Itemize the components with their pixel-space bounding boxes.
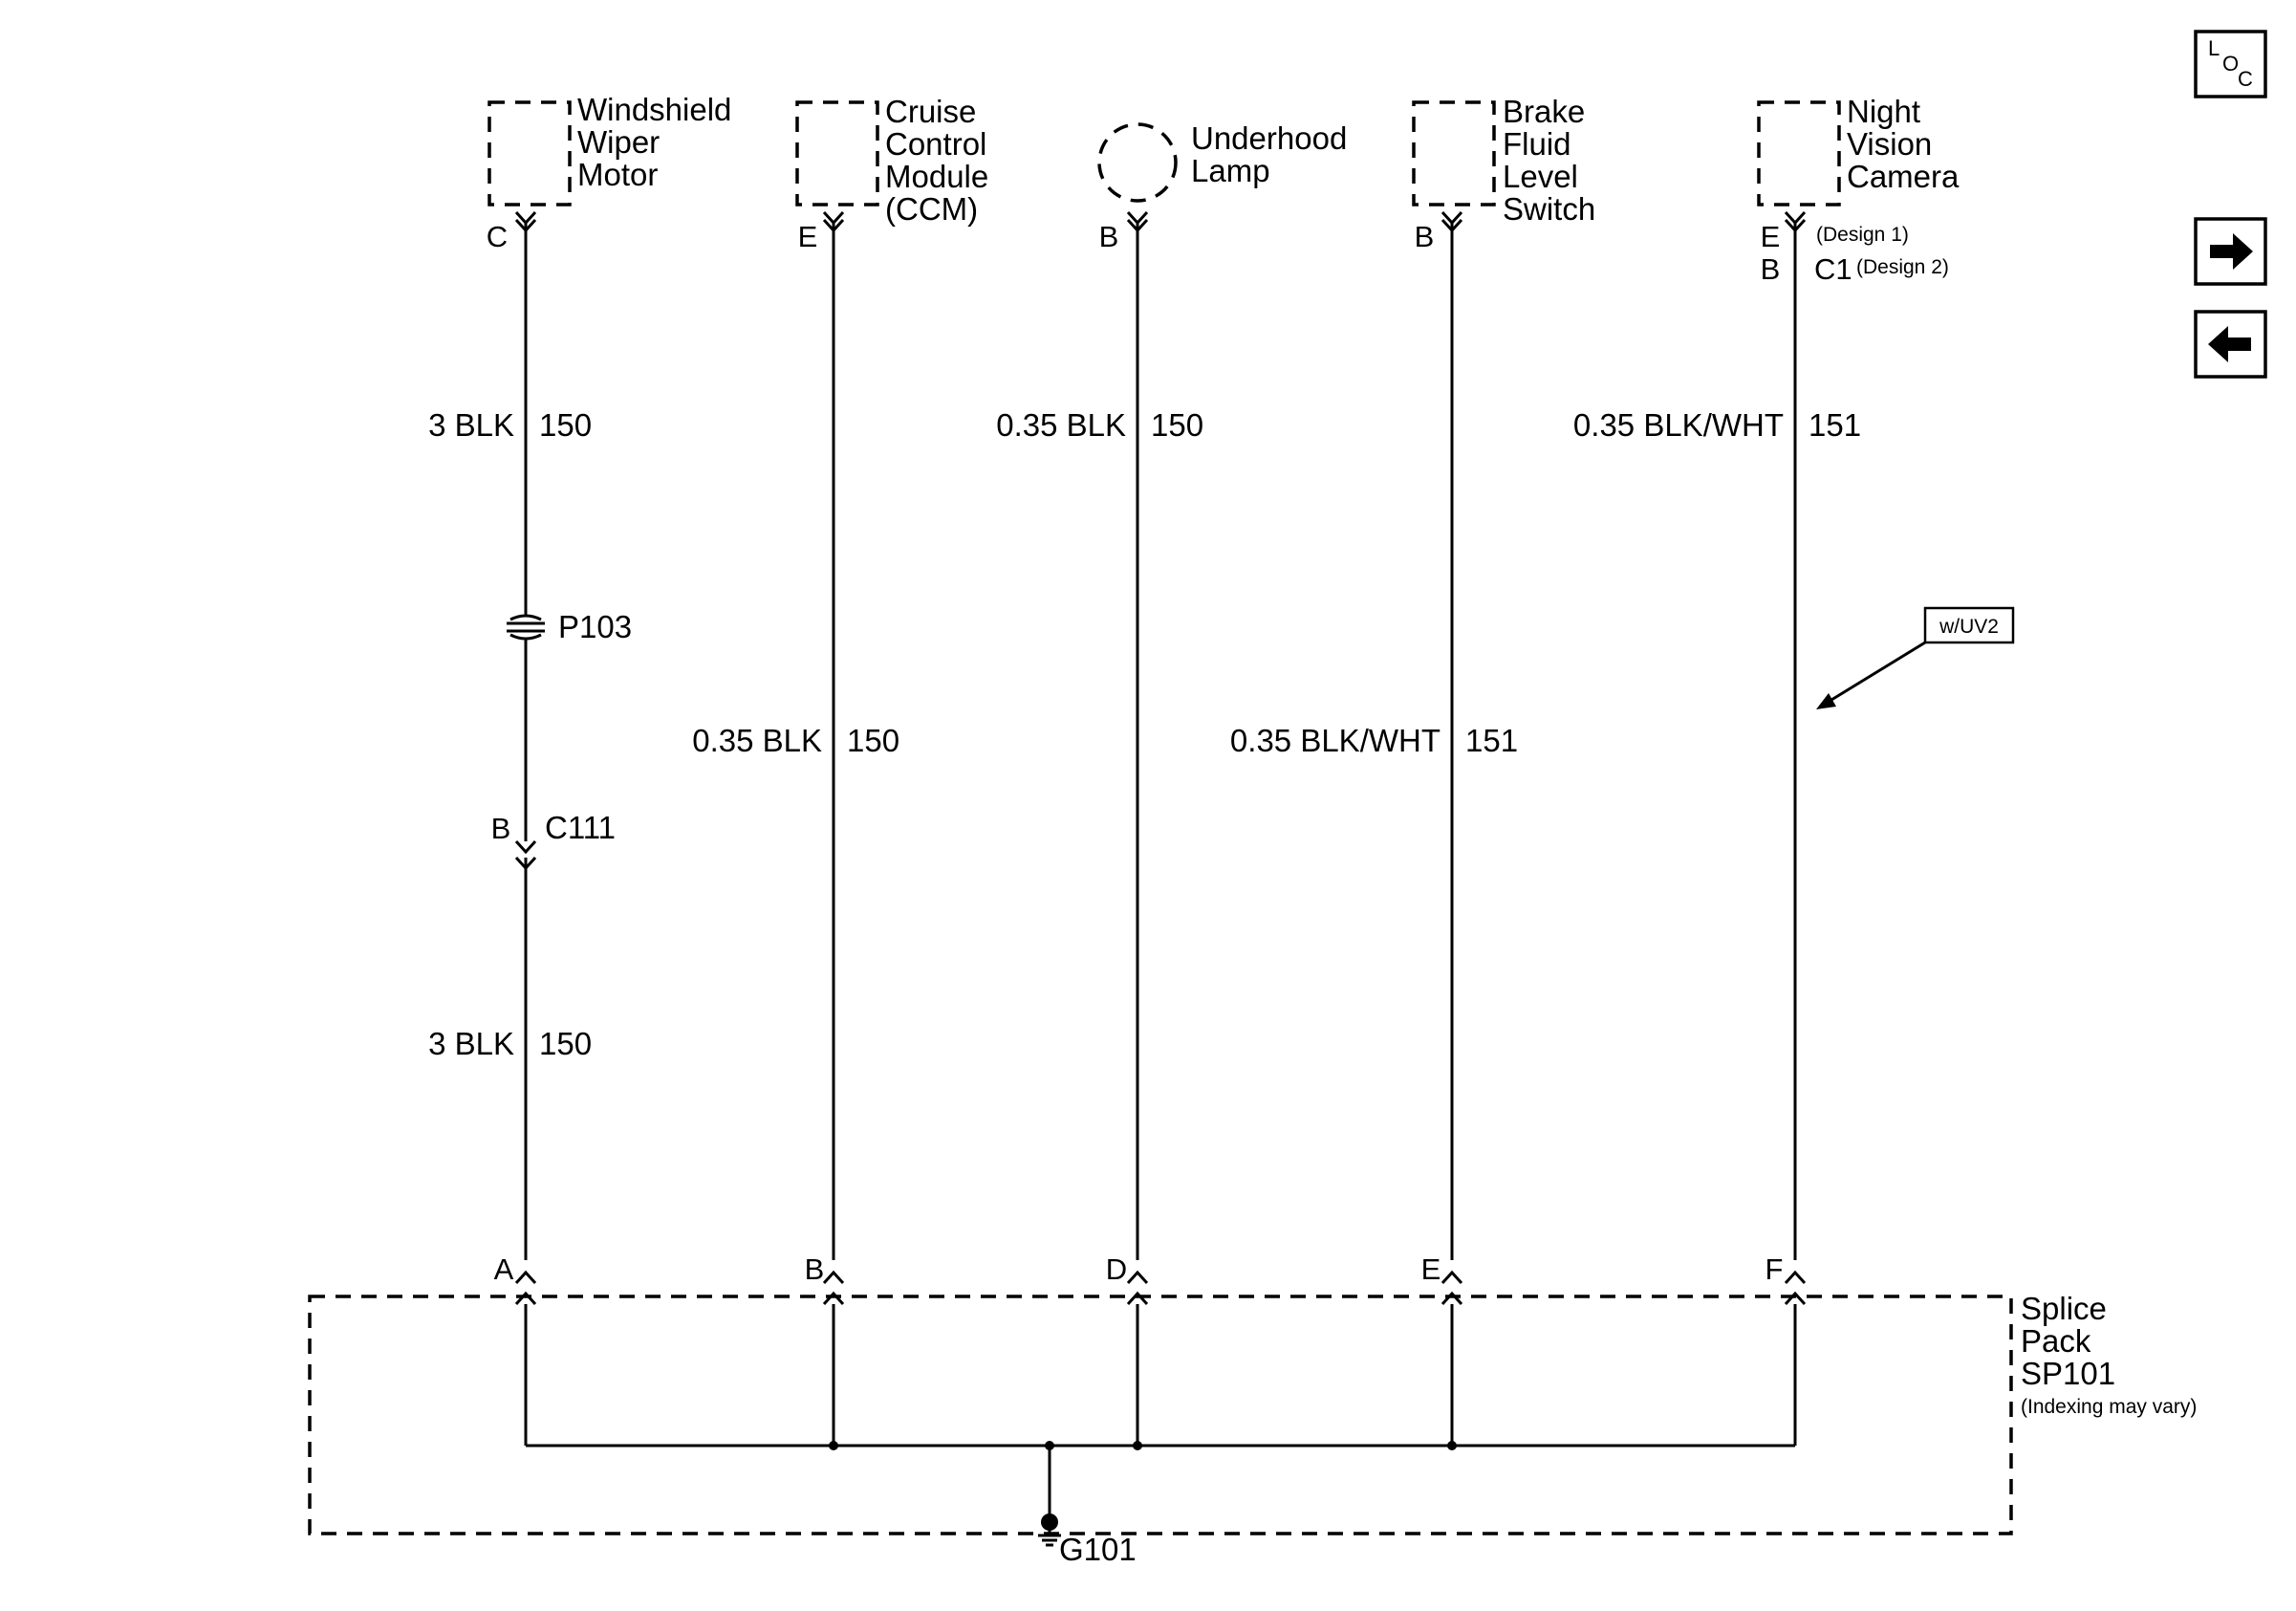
- night-vision-camera-box: [1757, 100, 1841, 207]
- ground-label: G101: [1059, 1532, 1137, 1567]
- w4-circuit: 151: [1465, 723, 1518, 758]
- next-page-button[interactable]: [2194, 217, 2267, 286]
- ground-icon: [1038, 1530, 1061, 1547]
- wiper-pin-label: C: [487, 220, 508, 253]
- p103-label: P103: [558, 609, 632, 644]
- splice-chevron-d: [1126, 1270, 1149, 1306]
- w1-lower-circuit: 150: [539, 1026, 592, 1061]
- c111-pin-label: B: [491, 812, 511, 845]
- arrow-right-icon: [2210, 233, 2253, 270]
- splice-chevron-b: [822, 1270, 845, 1306]
- splice-pack-label: Splice Pack SP101: [2021, 1291, 2115, 1391]
- loc-button[interactable]: L O C: [2194, 30, 2267, 98]
- option-tag-label: w/UV2: [1939, 616, 1999, 638]
- underhood-lamp-label: Underhood Lamp: [1191, 120, 1355, 188]
- w4-color: 0.35 BLK/WHT: [1230, 723, 1440, 758]
- loc-letter-l: L: [2208, 36, 2220, 60]
- c111-label: C111: [545, 810, 616, 845]
- ccm-label: Cruise Control Module (CCM): [885, 94, 997, 227]
- arrow-left-icon: [2208, 326, 2251, 362]
- w5-circuit: 151: [1809, 407, 1861, 443]
- nv-pin-label-1: E: [1761, 220, 1781, 253]
- nv-design2-label: (Design 2): [1856, 256, 1949, 278]
- brake-pin-label: B: [1415, 220, 1435, 253]
- splice-pin-e: E: [1421, 1252, 1441, 1286]
- splice-node-b: [829, 1441, 838, 1450]
- option-tag-box: [1923, 606, 2015, 644]
- night-vision-camera-label: Night Vision Camera: [1847, 94, 1960, 194]
- c111-connector: [514, 839, 537, 871]
- w1-upper-circuit: 150: [539, 407, 592, 443]
- splice-pin-d: D: [1106, 1252, 1127, 1286]
- nv-pin-label-2: B: [1761, 252, 1781, 286]
- w2-color: 0.35 BLK: [692, 723, 822, 758]
- brake-fluid-switch-box: [1412, 100, 1496, 207]
- splice-pin-a: A: [494, 1252, 514, 1286]
- brake-fluid-switch-label: Brake Fluid Level Switch: [1503, 94, 1595, 227]
- loc-letter-o: O: [2222, 52, 2239, 76]
- ccm-pin-label: E: [798, 220, 818, 253]
- wiper-motor-box: [487, 100, 572, 207]
- ccm-box: [795, 100, 879, 207]
- splice-node-d: [1133, 1441, 1142, 1450]
- splice-node-e: [1447, 1441, 1457, 1450]
- option-arrow-head: [1816, 693, 1836, 709]
- splice-chevron-a: [514, 1270, 537, 1306]
- underhood-lamp-symbol: [1097, 122, 1178, 203]
- w2-circuit: 150: [847, 723, 899, 758]
- wiper-motor-label: Windshield Wiper Motor: [577, 92, 741, 192]
- w5-color: 0.35 BLK/WHT: [1573, 407, 1784, 443]
- splice-pack-box: [308, 1295, 2013, 1535]
- previous-page-button[interactable]: [2194, 310, 2267, 379]
- nv-c1-label: C1: [1814, 252, 1852, 286]
- w3-color: 0.35 BLK: [996, 407, 1126, 443]
- lamp-pin-label: B: [1099, 220, 1119, 253]
- splice-chevron-e: [1440, 1270, 1463, 1306]
- splice-note: (Indexing may vary): [2021, 1396, 2197, 1418]
- nv-design1-label: (Design 1): [1816, 224, 1909, 246]
- splice-chevron-f: [1784, 1270, 1807, 1306]
- ground-node: [1041, 1513, 1058, 1531]
- w1-lower-color: 3 BLK: [428, 1026, 514, 1061]
- option-arrow-line: [1830, 641, 1926, 702]
- splice-pin-f: F: [1765, 1252, 1784, 1286]
- w1-upper-color: 3 BLK: [428, 407, 514, 443]
- splice-pin-b: B: [805, 1252, 825, 1286]
- w3-circuit: 150: [1151, 407, 1203, 443]
- loc-letter-c: C: [2238, 67, 2253, 91]
- p103-grommet: [507, 614, 545, 641]
